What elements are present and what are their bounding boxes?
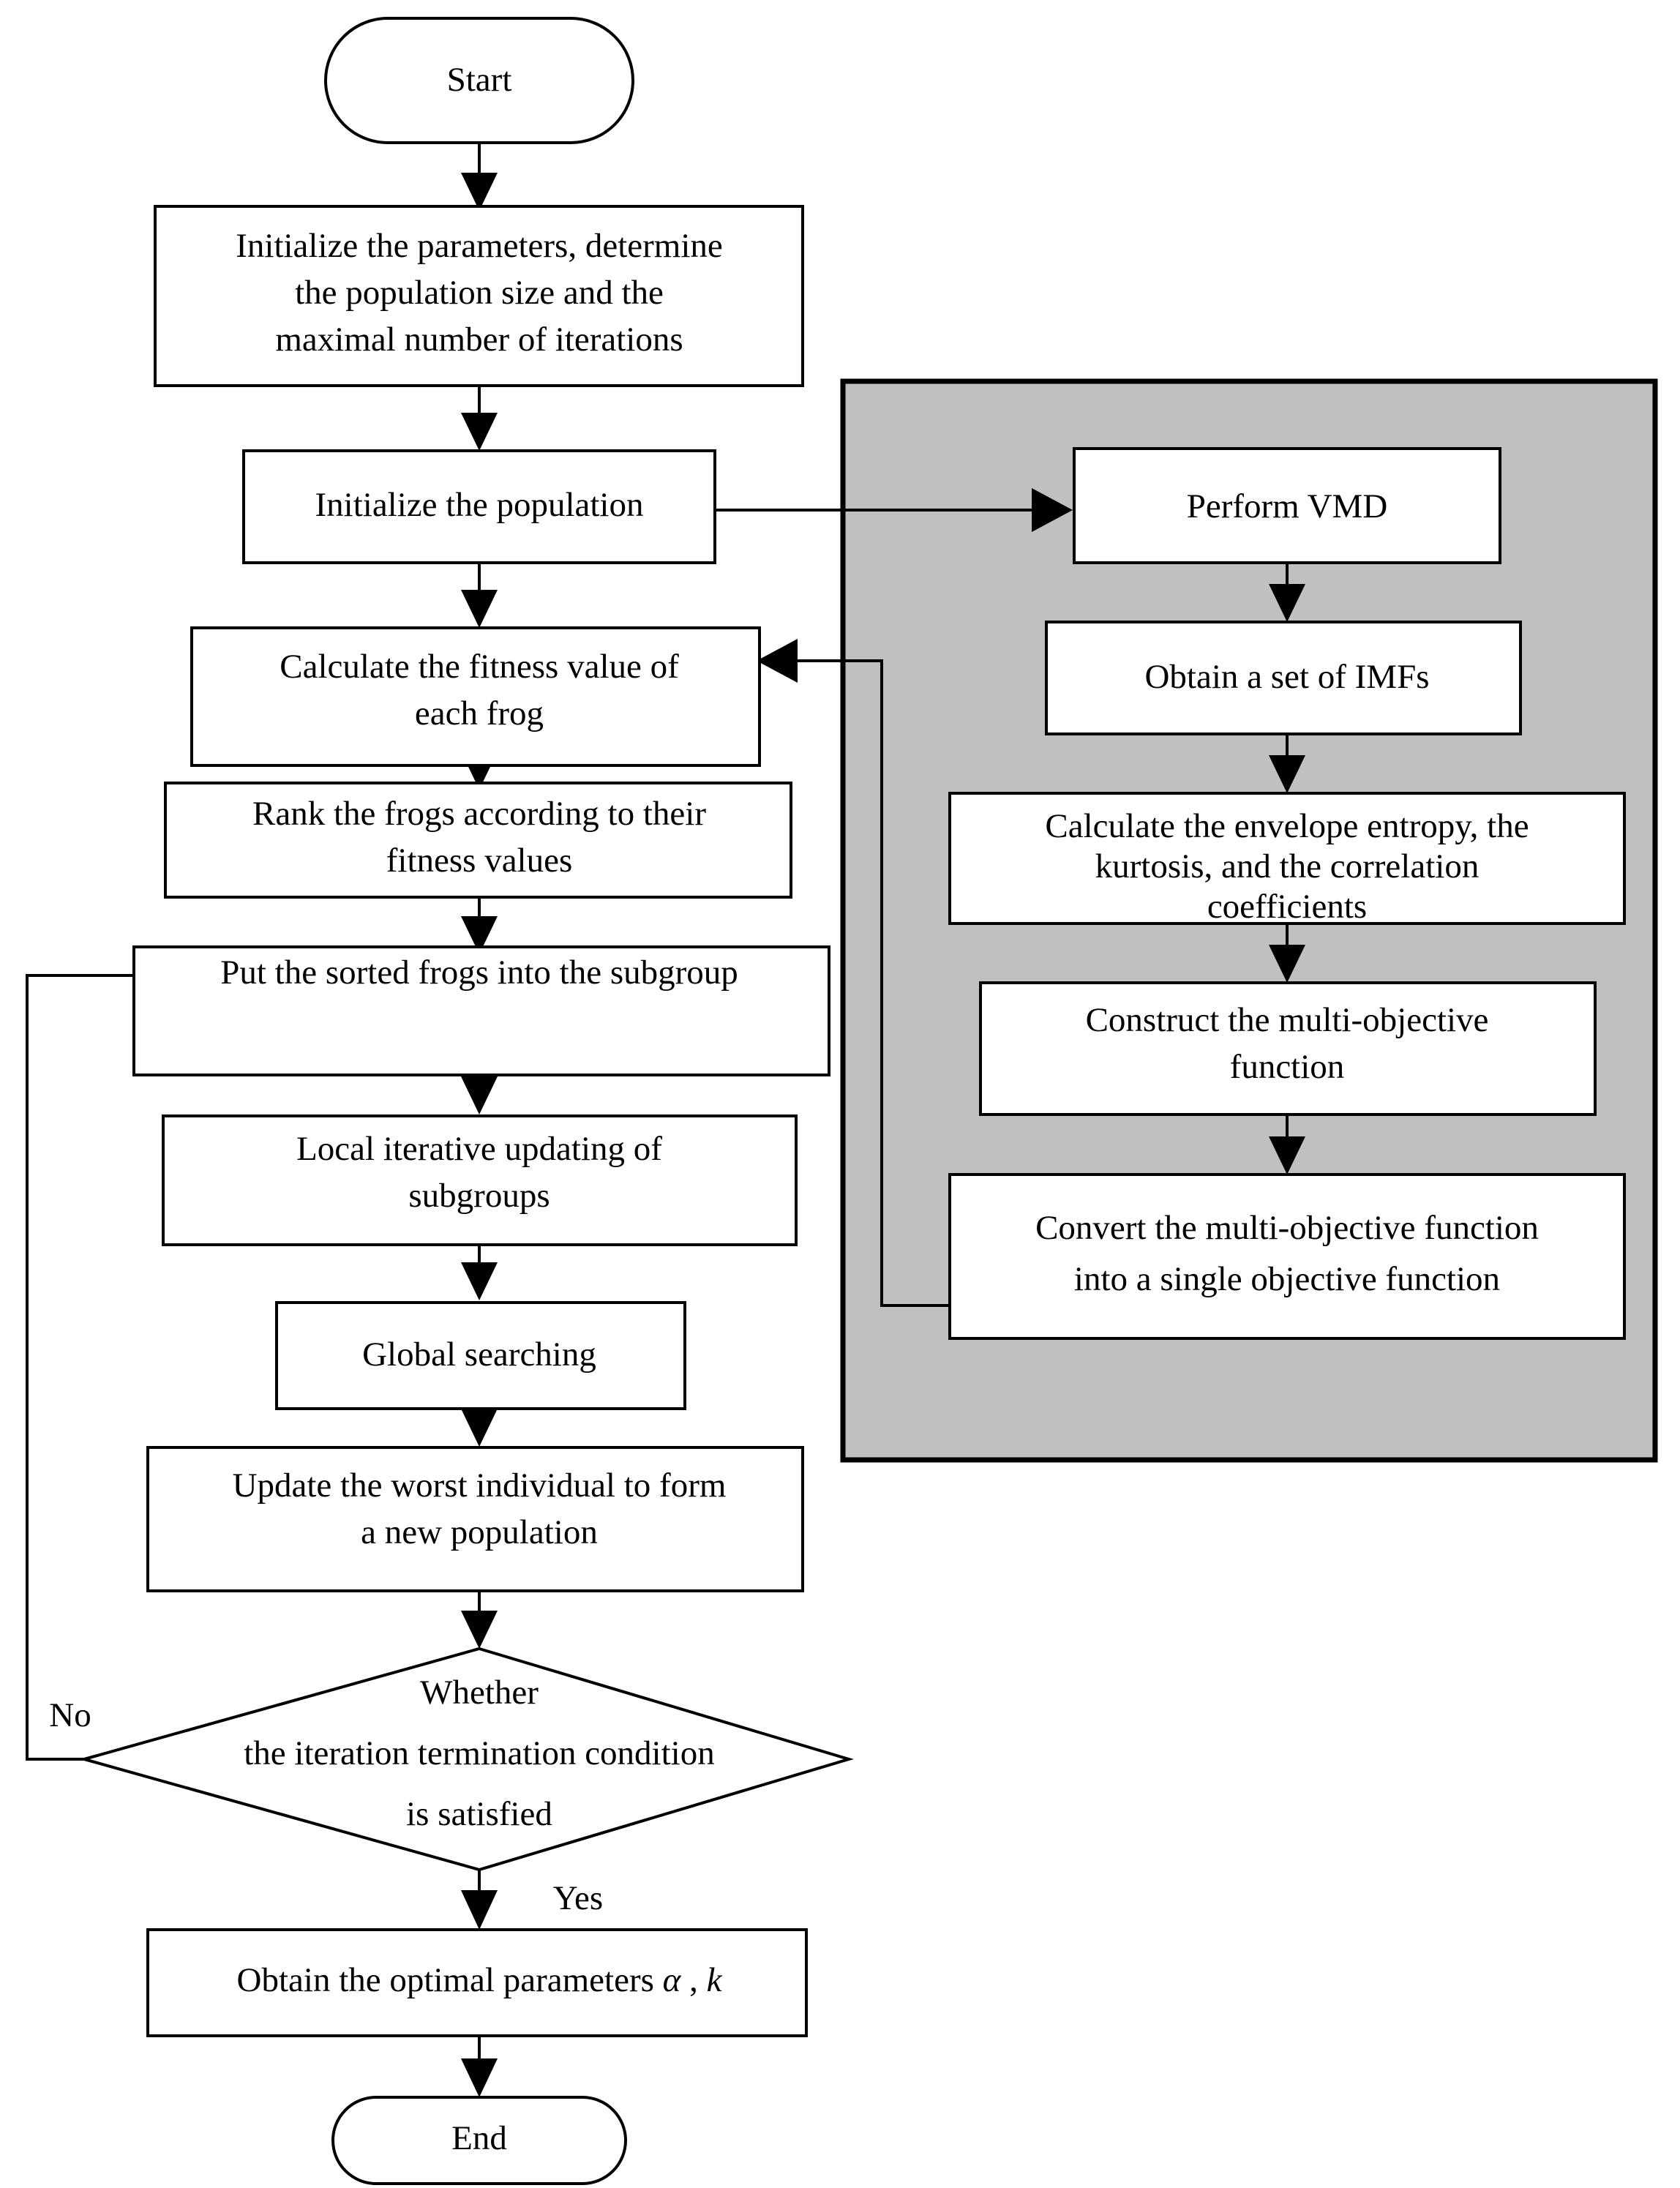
local-update-shape xyxy=(162,1114,798,1246)
local-update-line-1: Local iterative updating of xyxy=(296,1130,662,1168)
connector-obtain-params-to-end xyxy=(461,2036,498,2097)
calc-fitness-line-1: Calculate the fitness value of xyxy=(280,648,679,686)
connector-calc-entropy-to-construct-multi xyxy=(1269,922,1305,983)
obtain-params-separator: , xyxy=(680,1961,706,1999)
decision-line-1: Whether xyxy=(420,1674,539,1712)
connector-init-params-to-init-population xyxy=(461,386,498,451)
node-update-worst[interactable]: Update the worst individual to form a ne… xyxy=(146,1446,804,1592)
construct-multi-line-1: Construct the multi-objective xyxy=(1086,1001,1489,1039)
edge-label-yes: Yes xyxy=(553,1879,603,1917)
node-local-update[interactable]: Local iterative updating of subgroups xyxy=(162,1114,798,1246)
update-worst-line-2: a new population xyxy=(361,1513,598,1551)
node-put-subgroup[interactable]: Put the sorted frogs into the subgroup xyxy=(132,945,830,1076)
global-search-shape xyxy=(275,1301,686,1410)
calc-entropy-shape xyxy=(948,792,1626,925)
put-subgroup-label: Put the sorted frogs into the subgroup xyxy=(220,953,738,992)
construct-multi-shape xyxy=(979,981,1597,1116)
convert-single-shape xyxy=(948,1173,1626,1340)
obtain-params-shape xyxy=(146,1928,808,2037)
decision-shape xyxy=(78,1646,854,1872)
rank-frogs-line-2: fitness values xyxy=(386,842,573,880)
obtain-params-alpha: α xyxy=(663,1961,682,1999)
put-subgroup-shape xyxy=(132,945,830,1076)
connector-convert-single-to-calc-fitness xyxy=(757,639,950,1307)
rank-frogs-line-1: Rank the frogs according to their xyxy=(252,795,706,833)
decision-line-2: the iteration termination condition xyxy=(244,1734,714,1772)
calc-entropy-line-3: coefficients xyxy=(1207,888,1367,926)
calc-entropy-line-1: Calculate the envelope entropy, the xyxy=(1045,807,1529,845)
node-init-params[interactable]: Initialize the parameters, determine the… xyxy=(154,205,804,387)
node-convert-single[interactable]: Convert the multi-objective function int… xyxy=(948,1173,1626,1340)
connector-decision-to-obtain-params xyxy=(461,1870,498,1930)
convert-single-line-1: Convert the multi-objective function xyxy=(1035,1209,1539,1247)
obtain-imfs-shape xyxy=(1045,621,1522,735)
init-params-shape xyxy=(154,205,804,387)
node-decision[interactable]: Whether the iteration termination condit… xyxy=(78,1646,854,1872)
connector-init-population-to-calc-fitness xyxy=(461,563,498,628)
perform-vmd-shape xyxy=(1073,447,1501,564)
init-population-shape xyxy=(242,449,716,564)
connector-update-worst-to-decision xyxy=(461,1590,498,1649)
connector-obtain-imfs-to-calc-entropy xyxy=(1269,733,1305,793)
init-params-line-2: the population size and the xyxy=(295,274,664,312)
connector-start-to-init-params xyxy=(461,143,498,211)
node-end[interactable]: End xyxy=(331,2096,627,2185)
obtain-params-label: Obtain the optimal parameters α , k xyxy=(237,1961,723,1999)
node-global-search[interactable]: Global searching xyxy=(275,1301,686,1410)
calc-fitness-line-2: each frog xyxy=(415,694,544,733)
obtain-params-k: k xyxy=(707,1961,723,1999)
construct-multi-line-2: function xyxy=(1230,1048,1345,1086)
local-update-line-2: subgroups xyxy=(408,1177,550,1215)
node-obtain-imfs[interactable]: Obtain a set of IMFs xyxy=(1045,621,1522,735)
decision-line-3: is satisfied xyxy=(406,1795,552,1833)
node-init-population[interactable]: Initialize the population xyxy=(242,449,716,564)
obtain-imfs-label: Obtain a set of IMFs xyxy=(1144,658,1429,696)
end-shape xyxy=(331,2096,627,2185)
update-worst-line-1: Update the worst individual to form xyxy=(233,1466,727,1505)
edge-label-no: No xyxy=(49,1696,91,1734)
start-shape xyxy=(324,17,634,144)
node-obtain-params[interactable]: Obtain the optimal parameters α , k xyxy=(146,1928,808,2037)
init-params-line-1: Initialize the parameters, determine xyxy=(236,227,723,265)
perform-vmd-label: Perform VMD xyxy=(1187,487,1388,525)
connector-construct-multi-to-convert-single xyxy=(1269,1114,1305,1174)
global-search-label: Global searching xyxy=(362,1335,596,1374)
init-population-label: Initialize the population xyxy=(315,486,644,524)
connector-rank-frogs-to-put-subgroup xyxy=(461,889,498,954)
node-rank-frogs[interactable]: Rank the frogs according to their fitnes… xyxy=(164,782,792,899)
update-worst-shape xyxy=(146,1446,804,1592)
connector-init-population-to-perform-vmd xyxy=(715,488,1073,532)
end-label: End xyxy=(451,2119,507,2157)
node-perform-vmd[interactable]: Perform VMD xyxy=(1073,447,1501,564)
obtain-params-prefix: Obtain the optimal parameters xyxy=(237,1961,663,1999)
calc-fitness-shape xyxy=(190,626,761,767)
rank-frogs-shape xyxy=(164,782,792,899)
node-calc-entropy[interactable]: Calculate the envelope entropy, the kurt… xyxy=(948,792,1626,926)
node-start[interactable]: Start xyxy=(324,17,634,144)
node-construct-multi[interactable]: Construct the multi-objective function xyxy=(979,981,1597,1116)
calc-entropy-line-2: kurtosis, and the correlation xyxy=(1095,847,1480,885)
convert-single-line-2: into a single objective function xyxy=(1074,1260,1500,1298)
init-params-line-3: maximal number of iterations xyxy=(275,321,683,359)
node-calc-fitness[interactable]: Calculate the fitness value of each frog xyxy=(190,626,761,767)
start-label: Start xyxy=(447,61,512,99)
connector-perform-vmd-to-obtain-imfs xyxy=(1269,561,1305,622)
